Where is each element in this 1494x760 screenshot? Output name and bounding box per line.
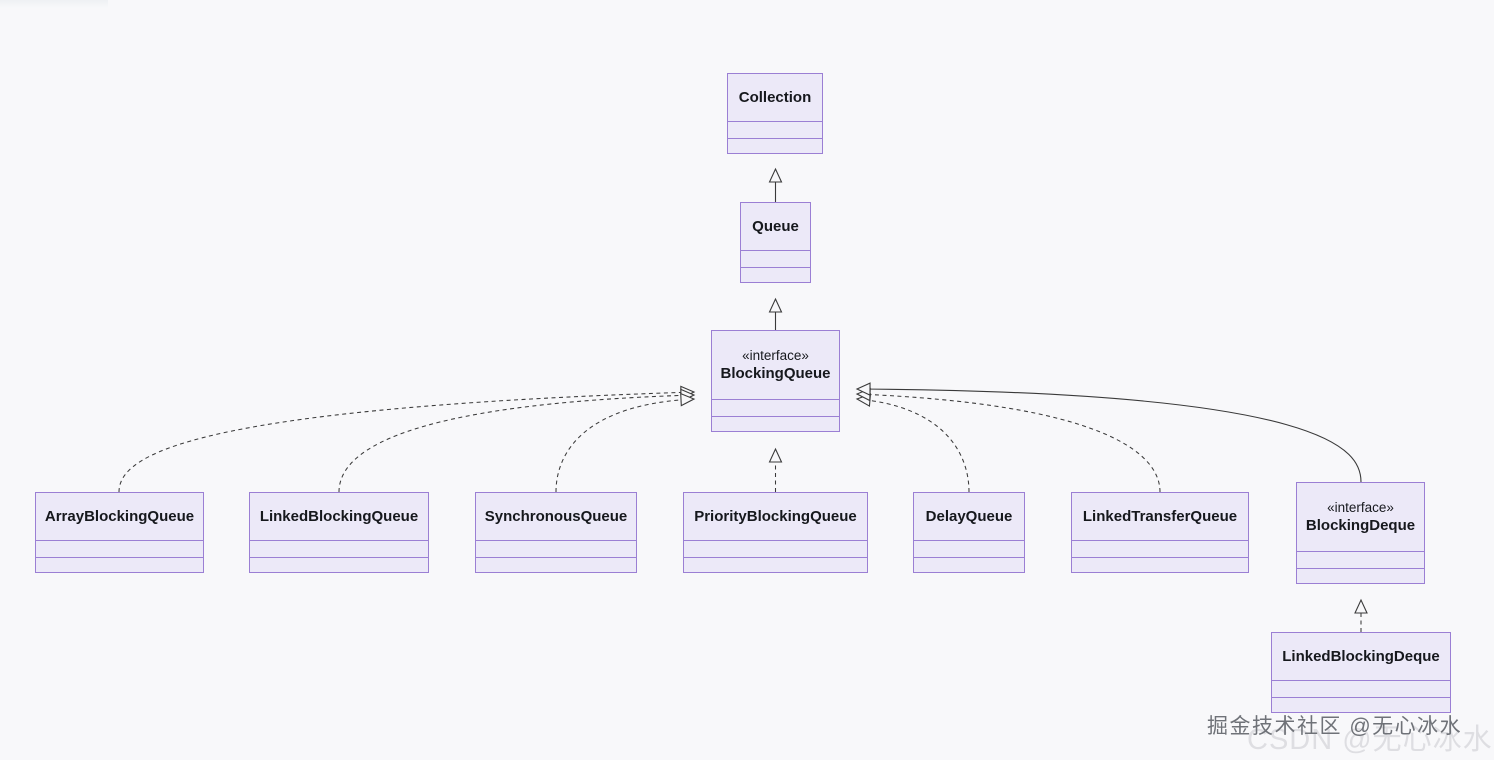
uml-attributes-compartment [1272, 681, 1450, 698]
uml-attributes-compartment [36, 541, 203, 558]
edge-linkedtransferqueue-to-blockingqueue [855, 387, 1161, 493]
uml-attributes-compartment [914, 541, 1024, 558]
uml-class-title: ArrayBlockingQueue [44, 507, 195, 525]
uml-class-delayqueue[interactable]: DelayQueue [913, 492, 1025, 573]
edge-arrayblockingqueue-to-blockingqueue [118, 385, 696, 493]
uml-class-title: LinkedBlockingQueue [259, 507, 419, 525]
uml-class-name-section: «interface» BlockingQueue [712, 331, 839, 400]
uml-operations-compartment [250, 558, 428, 574]
uml-class-linkedblockingqueue[interactable]: LinkedBlockingQueue [249, 492, 429, 573]
uml-class-name-section: «interface» BlockingDeque [1297, 483, 1424, 552]
uml-class-title: SynchronousQueue [484, 507, 628, 525]
edge-delayqueue-to-blockingqueue [855, 393, 970, 493]
uml-operations-compartment [36, 558, 203, 574]
uml-class-collection[interactable]: Collection [727, 73, 823, 154]
uml-class-name-section: Queue [741, 203, 810, 251]
uml-operations-compartment [476, 558, 636, 574]
uml-attributes-compartment [250, 541, 428, 558]
uml-class-title: LinkedTransferQueue [1082, 507, 1238, 525]
uml-class-name-section: Collection [728, 74, 822, 122]
uml-attributes-compartment [684, 541, 867, 558]
uml-operations-compartment [914, 558, 1024, 574]
uml-class-linkedblockingdeque[interactable]: LinkedBlockingDeque [1271, 632, 1451, 713]
uml-stereotype-label: «interface» [1327, 499, 1394, 515]
uml-interface-blockingqueue[interactable]: «interface» BlockingQueue [711, 330, 840, 432]
uml-class-name-section: DelayQueue [914, 493, 1024, 541]
uml-class-title: Collection [738, 88, 812, 106]
uml-class-queue[interactable]: Queue [740, 202, 811, 283]
uml-class-title: PriorityBlockingQueue [694, 507, 857, 525]
uml-interface-blockingdeque[interactable]: «interface» BlockingDeque [1296, 482, 1425, 584]
uml-operations-compartment [741, 268, 810, 284]
uml-class-title: BlockingQueue [720, 364, 831, 382]
edge-synchronousqueue-to-blockingqueue [555, 392, 696, 493]
edge-blockingdeque-to-blockingqueue [855, 382, 1362, 483]
uml-attributes-compartment [728, 122, 822, 139]
uml-class-synchronousqueue[interactable]: SynchronousQueue [475, 492, 637, 573]
uml-class-arrayblockingqueue[interactable]: ArrayBlockingQueue [35, 492, 204, 573]
uml-operations-compartment [1272, 698, 1450, 714]
uml-stereotype-label: «interface» [742, 347, 809, 363]
uml-class-name-section: LinkedBlockingDeque [1272, 633, 1450, 681]
uml-class-linkedtransferqueue[interactable]: LinkedTransferQueue [1071, 492, 1249, 573]
uml-class-title: BlockingDeque [1305, 516, 1416, 534]
uml-operations-compartment [1297, 569, 1424, 585]
uml-class-priorityblockingqueue[interactable]: PriorityBlockingQueue [683, 492, 868, 573]
uml-class-title: LinkedBlockingDeque [1282, 647, 1440, 665]
uml-attributes-compartment [476, 541, 636, 558]
uml-class-title: Queue [752, 217, 799, 235]
uml-class-name-section: PriorityBlockingQueue [684, 493, 867, 541]
edge-linkedblockingqueue-to-blockingqueue [338, 388, 696, 493]
uml-operations-compartment [1072, 558, 1248, 574]
uml-attributes-compartment [741, 251, 810, 268]
uml-operations-compartment [728, 139, 822, 155]
uml-class-name-section: LinkedTransferQueue [1072, 493, 1248, 541]
uml-class-name-section: SynchronousQueue [476, 493, 636, 541]
uml-attributes-compartment [1072, 541, 1248, 558]
uml-attributes-compartment [1297, 552, 1424, 569]
uml-class-title: DelayQueue [925, 507, 1013, 525]
uml-operations-compartment [712, 417, 839, 433]
uml-attributes-compartment [712, 400, 839, 417]
uml-operations-compartment [684, 558, 867, 574]
uml-class-name-section: LinkedBlockingQueue [250, 493, 428, 541]
uml-class-name-section: ArrayBlockingQueue [36, 493, 203, 541]
